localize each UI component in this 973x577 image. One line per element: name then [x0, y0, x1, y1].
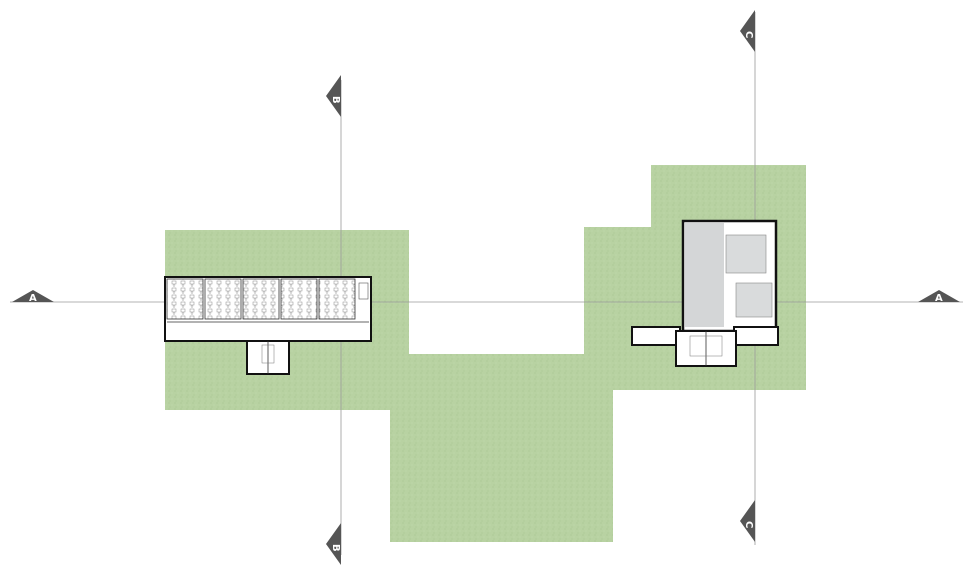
hall-paved-area [685, 223, 724, 327]
section-marker-b-bottom: B [326, 523, 341, 565]
service-stalls [689, 335, 723, 357]
section-label-a-right: A [935, 293, 943, 304]
section-marker-b-top: B [326, 75, 341, 117]
classroom-1 [166, 278, 204, 320]
section-label-b-top: B [330, 96, 341, 104]
stair-left [358, 282, 369, 300]
classroom-3 [242, 278, 280, 320]
classroom-5 [318, 278, 356, 320]
hall-wing-right [733, 326, 779, 346]
hall-wing-left [631, 326, 681, 346]
classroom-building [164, 276, 372, 375]
hall-room-b [735, 282, 773, 318]
section-label-a-left: A [29, 293, 37, 304]
section-marker-c-top: C [740, 10, 755, 52]
lawn-bridge [390, 354, 613, 410]
hall-room-a [725, 234, 767, 274]
hall-building [631, 219, 779, 367]
section-label-c-bottom: C [743, 521, 754, 528]
toilet-stalls-left [261, 344, 275, 364]
classroom-4 [280, 278, 318, 320]
section-marker-a-left: A [12, 290, 54, 304]
classroom-2 [204, 278, 242, 320]
section-label-c-top: C [743, 31, 754, 38]
section-marker-a-right: A [918, 290, 960, 304]
section-marker-c-bottom: C [740, 500, 755, 542]
section-label-b-bottom: B [330, 544, 341, 552]
